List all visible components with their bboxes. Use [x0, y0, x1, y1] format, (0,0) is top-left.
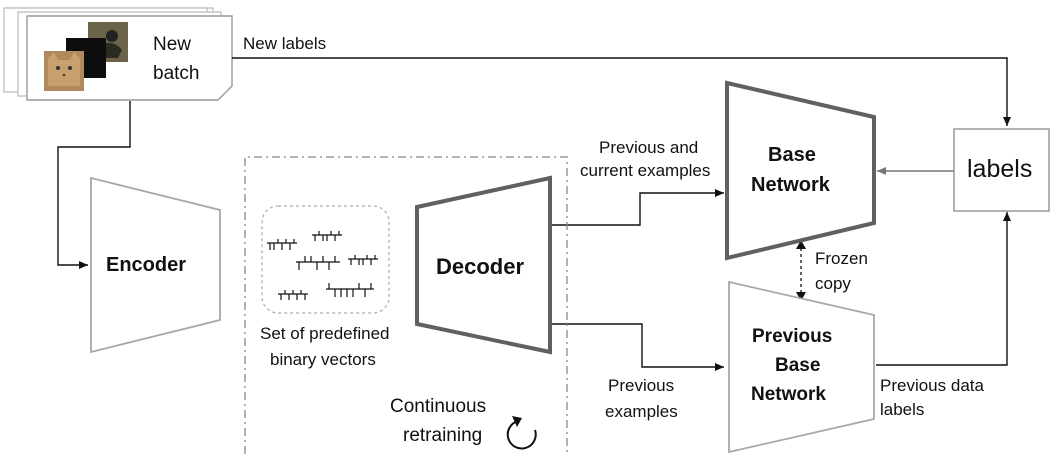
retraining-label-line2: retraining: [403, 425, 483, 446]
batch-to-encoder-arrow: [57, 101, 131, 269]
previous-base-label-line1: Previous: [752, 326, 833, 347]
decoder-to-base-arrow: [550, 189, 724, 226]
prev-and-current-label-line2: current examples: [580, 161, 711, 180]
binary-vectors-box: [261, 205, 390, 314]
new-batch-label-line1: New: [153, 34, 192, 55]
previous-examples-label-line2: examples: [605, 402, 678, 421]
frozen-copy-arrow: [796, 240, 806, 301]
refresh-icon: [506, 416, 537, 450]
connectors: [57, 57, 1011, 371]
decoder-block: [415, 175, 552, 355]
previous-base-label-line3: Network: [751, 384, 826, 405]
previous-data-labels-label-line1: Previous data: [880, 376, 984, 395]
previous-base-network-block: [728, 280, 875, 454]
new-batch-label-line2: batch: [153, 63, 200, 84]
base-network-label-line2: Network: [751, 174, 830, 196]
encoder-block: [90, 176, 221, 354]
encoder-label: Encoder: [106, 254, 187, 276]
previous-examples-label-line1: Previous: [608, 376, 675, 395]
new-batch-stack: [3, 7, 233, 101]
base-network-label-line1: Base: [768, 144, 816, 166]
new-labels-arrow: [232, 57, 1011, 126]
frozen-copy-label-line2: copy: [815, 274, 851, 293]
previous-labels-arrow: [876, 212, 1011, 366]
base-network-block: [725, 80, 876, 261]
retraining-frame: [244, 156, 568, 454]
previous-base-label-line2: Base: [775, 355, 821, 376]
prev-and-current-label-line1: Previous and: [599, 138, 699, 157]
decoder-label: Decoder: [436, 254, 525, 279]
decoder-to-previous-base-arrow: [550, 323, 724, 371]
binary-vectors-label-line1: Set of predefined: [260, 324, 390, 343]
binary-vector-glyphs: [267, 231, 378, 300]
previous-data-labels-label-line2: labels: [880, 400, 925, 419]
labels-box-label: labels: [967, 155, 1033, 183]
binary-vectors-label-line2: binary vectors: [270, 350, 376, 369]
labels-box: [953, 128, 1050, 212]
new-labels-label: New labels: [243, 34, 327, 53]
retraining-label-line1: Continuous: [390, 396, 487, 417]
frozen-copy-label-line1: Frozen: [815, 249, 868, 268]
